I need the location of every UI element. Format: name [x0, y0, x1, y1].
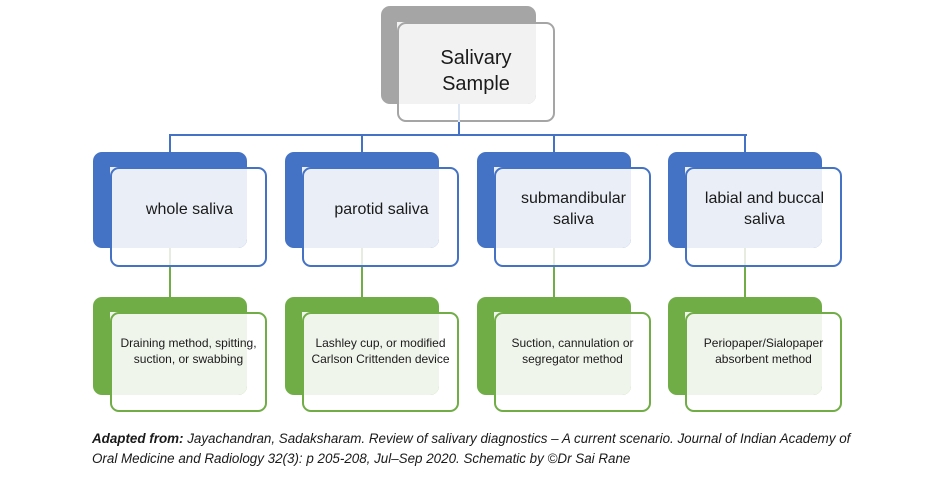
- sample-node: [494, 167, 651, 267]
- branch-connector-horizontal: [170, 134, 747, 136]
- method-node-label: Lashley cup, or modified Carlson Critten…: [311, 336, 450, 366]
- method-node-fill: [302, 312, 439, 395]
- sample-node-fill: [110, 167, 247, 248]
- sample-node-fill: [685, 167, 822, 248]
- method-node-label: Periopaper/Sialopaper absorbent method: [703, 336, 824, 366]
- root-node-fill: [397, 22, 536, 104]
- method-connector-faint: [169, 248, 171, 265]
- caption-prefix: Adapted from:: [92, 431, 184, 446]
- method-connector-1: [361, 267, 363, 297]
- sample-node: [302, 167, 459, 267]
- sample-node-fill: [302, 167, 439, 248]
- sample-node-label: whole saliva: [145, 200, 234, 218]
- root-label-line1: Salivary: [440, 47, 512, 69]
- method-connector-faint: [744, 248, 746, 265]
- branch-connector-1: [361, 134, 363, 152]
- method-node-label: Draining method, spitting, suction, or s…: [120, 336, 257, 366]
- method-connector-3: [744, 267, 746, 297]
- branch-connector-0: [169, 134, 171, 152]
- method-node-fill: [494, 312, 631, 395]
- method-node: [110, 312, 267, 412]
- method-node: [494, 312, 651, 412]
- branch-connector-2: [553, 134, 555, 152]
- root-label-line2: Sample: [442, 73, 510, 95]
- method-connector-faint: [553, 248, 555, 265]
- root-node: [397, 22, 555, 122]
- method-node-fill: [110, 312, 247, 395]
- method-connector-faint: [361, 248, 363, 265]
- method-connector-0: [169, 267, 171, 297]
- method-node: [685, 312, 842, 412]
- sample-node: [685, 167, 842, 267]
- caption-text: Jayachandran, Sadaksharam. Review of sal…: [92, 431, 851, 466]
- method-node: [302, 312, 459, 412]
- method-connector-2: [553, 267, 555, 297]
- method-node-fill: [685, 312, 822, 395]
- sample-node-label: labial and buccal saliva: [704, 190, 825, 228]
- root-node-label: Salivary Sample: [397, 36, 555, 106]
- sample-node: [110, 167, 267, 267]
- sample-node-label: submandibular saliva: [521, 190, 626, 228]
- sample-node-label: parotid saliva: [334, 200, 429, 218]
- method-node-label: Suction, cannulation or segregator metho…: [511, 336, 634, 366]
- sample-node-fill: [494, 167, 631, 248]
- root-connector-faint: [458, 104, 460, 122]
- branch-connector-3: [744, 134, 746, 152]
- caption: Adapted from: Jayachandran, Sadaksharam.…: [92, 429, 852, 469]
